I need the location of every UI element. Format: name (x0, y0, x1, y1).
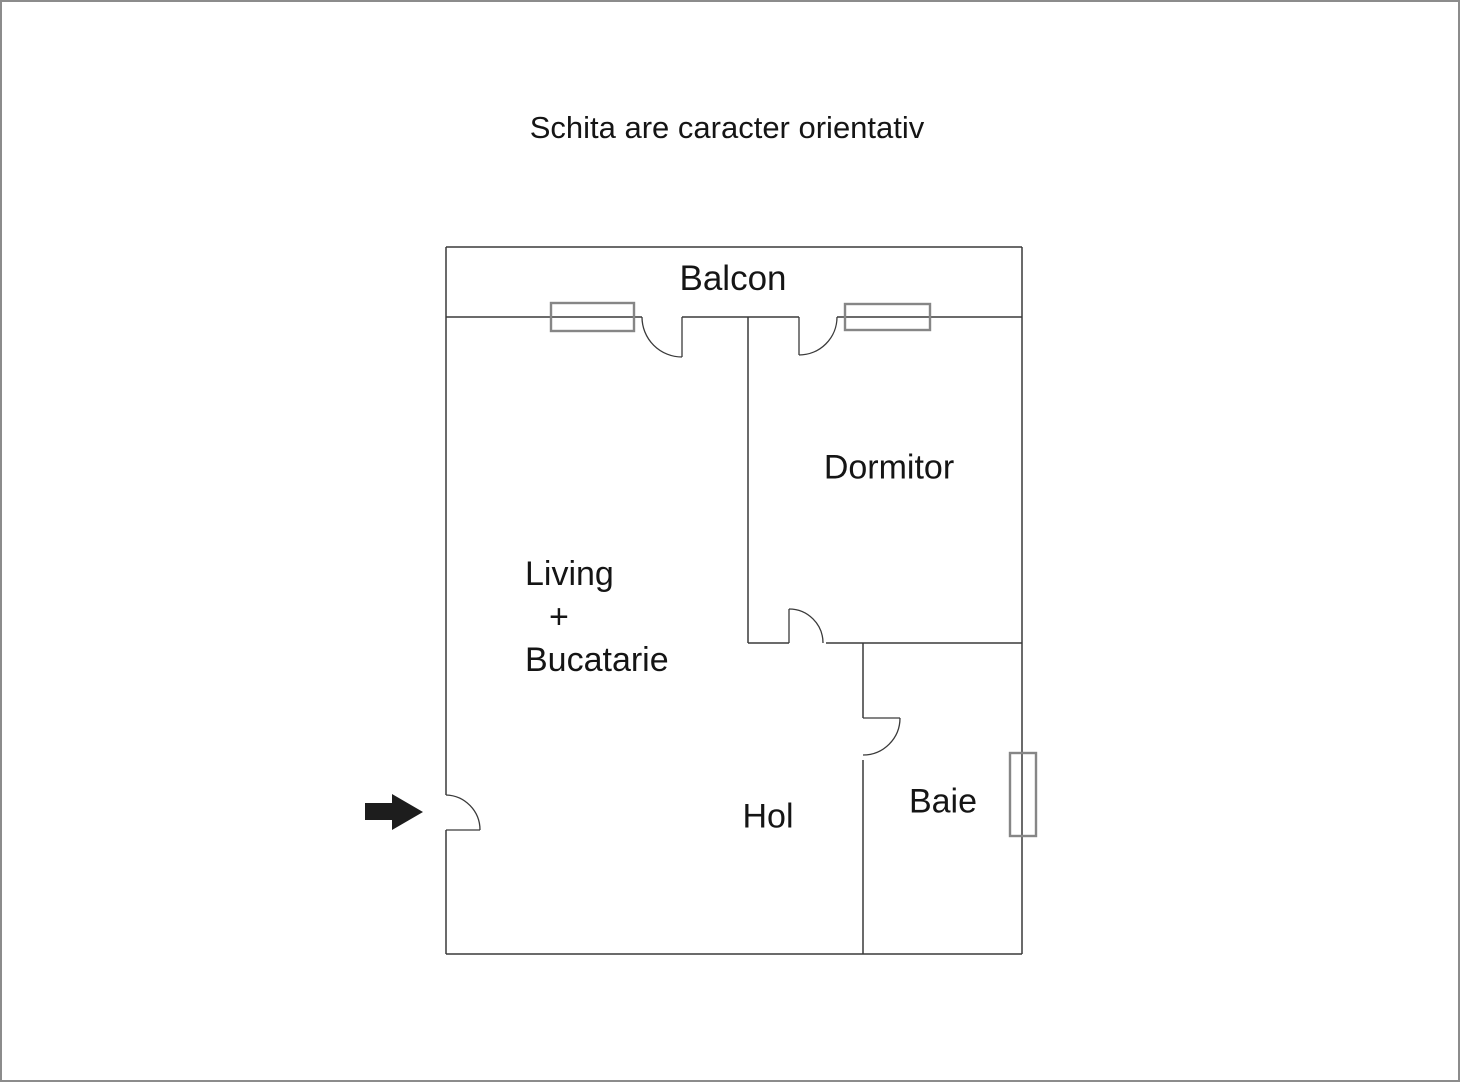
living-label-line1: Living (525, 555, 614, 593)
windows (549, 301, 1038, 838)
room-label-dormitor: Dormitor (823, 448, 955, 487)
living-label-line2: + (549, 598, 569, 636)
balcony-door-left-arc (641, 316, 683, 358)
balcony-door-right-arc (798, 316, 838, 356)
room-label-baie: Baie (908, 782, 978, 821)
walls (445, 246, 1023, 955)
balcony-window-right (843, 302, 932, 332)
baie-window (1008, 751, 1038, 838)
doors (445, 316, 901, 831)
room-label-balcon: Balcon (679, 259, 787, 298)
living-label-line3: Bucatarie (525, 641, 669, 679)
dormitor-door-arc (788, 608, 824, 644)
sketch-title: Schita are caracter orientativ (529, 110, 925, 145)
room-label-living-bucatarie: Living + Bucatarie (525, 553, 669, 682)
entrance-door-arc (445, 794, 481, 831)
baie-door-arc (862, 717, 901, 756)
balcony-window-left (549, 301, 636, 333)
room-label-hol: Hol (742, 797, 794, 836)
entrance-arrow-icon (365, 794, 423, 830)
